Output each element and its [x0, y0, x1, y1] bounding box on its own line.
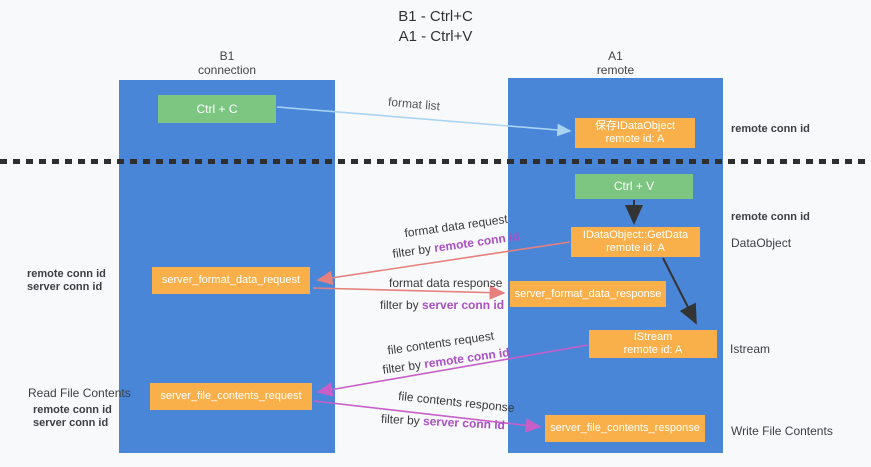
node-file-request-label: server_file_contents_request — [160, 390, 302, 402]
node-save-idataobject: 保存IDataObject remote id: A — [575, 118, 695, 148]
node-istream: IStream remote id: A — [589, 330, 717, 358]
edge-label-format-data-response: format data response — [389, 276, 503, 290]
lane-header-b1: B1 connection — [119, 49, 335, 77]
node-server-format-data-request: server_format_data_request — [152, 267, 310, 294]
node-idataobject-getdata: IDataObject::GetData remote id: A — [571, 227, 700, 257]
node-server-file-contents-response: server_file_contents_response — [545, 415, 705, 442]
node-server-file-contents-request: server_file_contents_request — [150, 383, 312, 410]
node-getdata-line1: IDataObject::GetData — [582, 229, 689, 241]
node-ctrl-v: Ctrl + V — [575, 174, 693, 199]
lane-b1-name: B1 — [219, 49, 235, 63]
node-ctrl-v-label: Ctrl + V — [613, 179, 655, 193]
read-file-contents-label: Read File Contents — [28, 386, 131, 400]
left-file-server-conn-id: server conn id — [33, 417, 109, 429]
lane-b1-role: connection — [197, 63, 257, 77]
node-format-response-label: server_format_data_response — [514, 287, 662, 300]
filter-by-text: filter by — [380, 298, 423, 312]
node-istream-line1: IStream — [633, 331, 673, 343]
server-conn-id-highlight: server conn id — [422, 298, 505, 312]
node-istream-line2: remote id: A — [623, 344, 683, 356]
node-save-idataobject-line1: 保存IDataObject — [594, 120, 676, 132]
left-file-remote-conn-id: remote conn id — [33, 404, 112, 416]
diagram-title: B1 - Ctrl+C A1 - Ctrl+V — [0, 7, 871, 47]
node-format-request-label: server_format_data_request — [161, 274, 301, 286]
edge-label-format-response-filter: filter by server conn id — [380, 298, 504, 312]
lane-a1-role: remote — [596, 63, 635, 77]
edge-label-file-contents-response: file contents response — [397, 388, 516, 416]
lane-header-a1: A1 remote — [508, 49, 723, 77]
node-save-idataobject-line2: remote id: A — [605, 133, 665, 145]
node-ctrl-c-label: Ctrl + C — [196, 101, 238, 116]
title-line-2: A1 - Ctrl+V — [398, 28, 473, 45]
edge-label-file-response-filter: filter by server conn id — [381, 412, 506, 432]
server-conn-id-highlight: server conn id — [422, 413, 506, 433]
lane-a1-name: A1 — [608, 49, 623, 63]
istream-label: Istream — [730, 342, 771, 356]
filter-by-text: filter by — [380, 411, 424, 428]
title-line-1: B1 - Ctrl+C — [398, 8, 473, 25]
edge-label-format-list: format list — [387, 94, 441, 114]
node-server-format-data-response: server_format_data_response — [510, 281, 666, 307]
right-mid-remote-conn-id: remote conn id — [731, 211, 810, 223]
filter-by-text: filter by — [391, 241, 436, 261]
right-top-remote-conn-id: remote conn id — [731, 123, 810, 135]
node-file-response-label: server_file_contents_response — [550, 422, 700, 434]
node-ctrl-c: Ctrl + C — [158, 95, 276, 123]
dataobject-label: DataObject — [731, 236, 792, 250]
copy-paste-divider — [0, 159, 871, 164]
write-file-contents-label: Write File Contents — [731, 424, 833, 438]
node-getdata-line2: remote id: A — [606, 242, 665, 254]
filter-by-text: filter by — [381, 357, 426, 377]
left-format-server-conn-id: server conn id — [27, 281, 103, 293]
left-format-remote-conn-id: remote conn id — [27, 268, 106, 280]
